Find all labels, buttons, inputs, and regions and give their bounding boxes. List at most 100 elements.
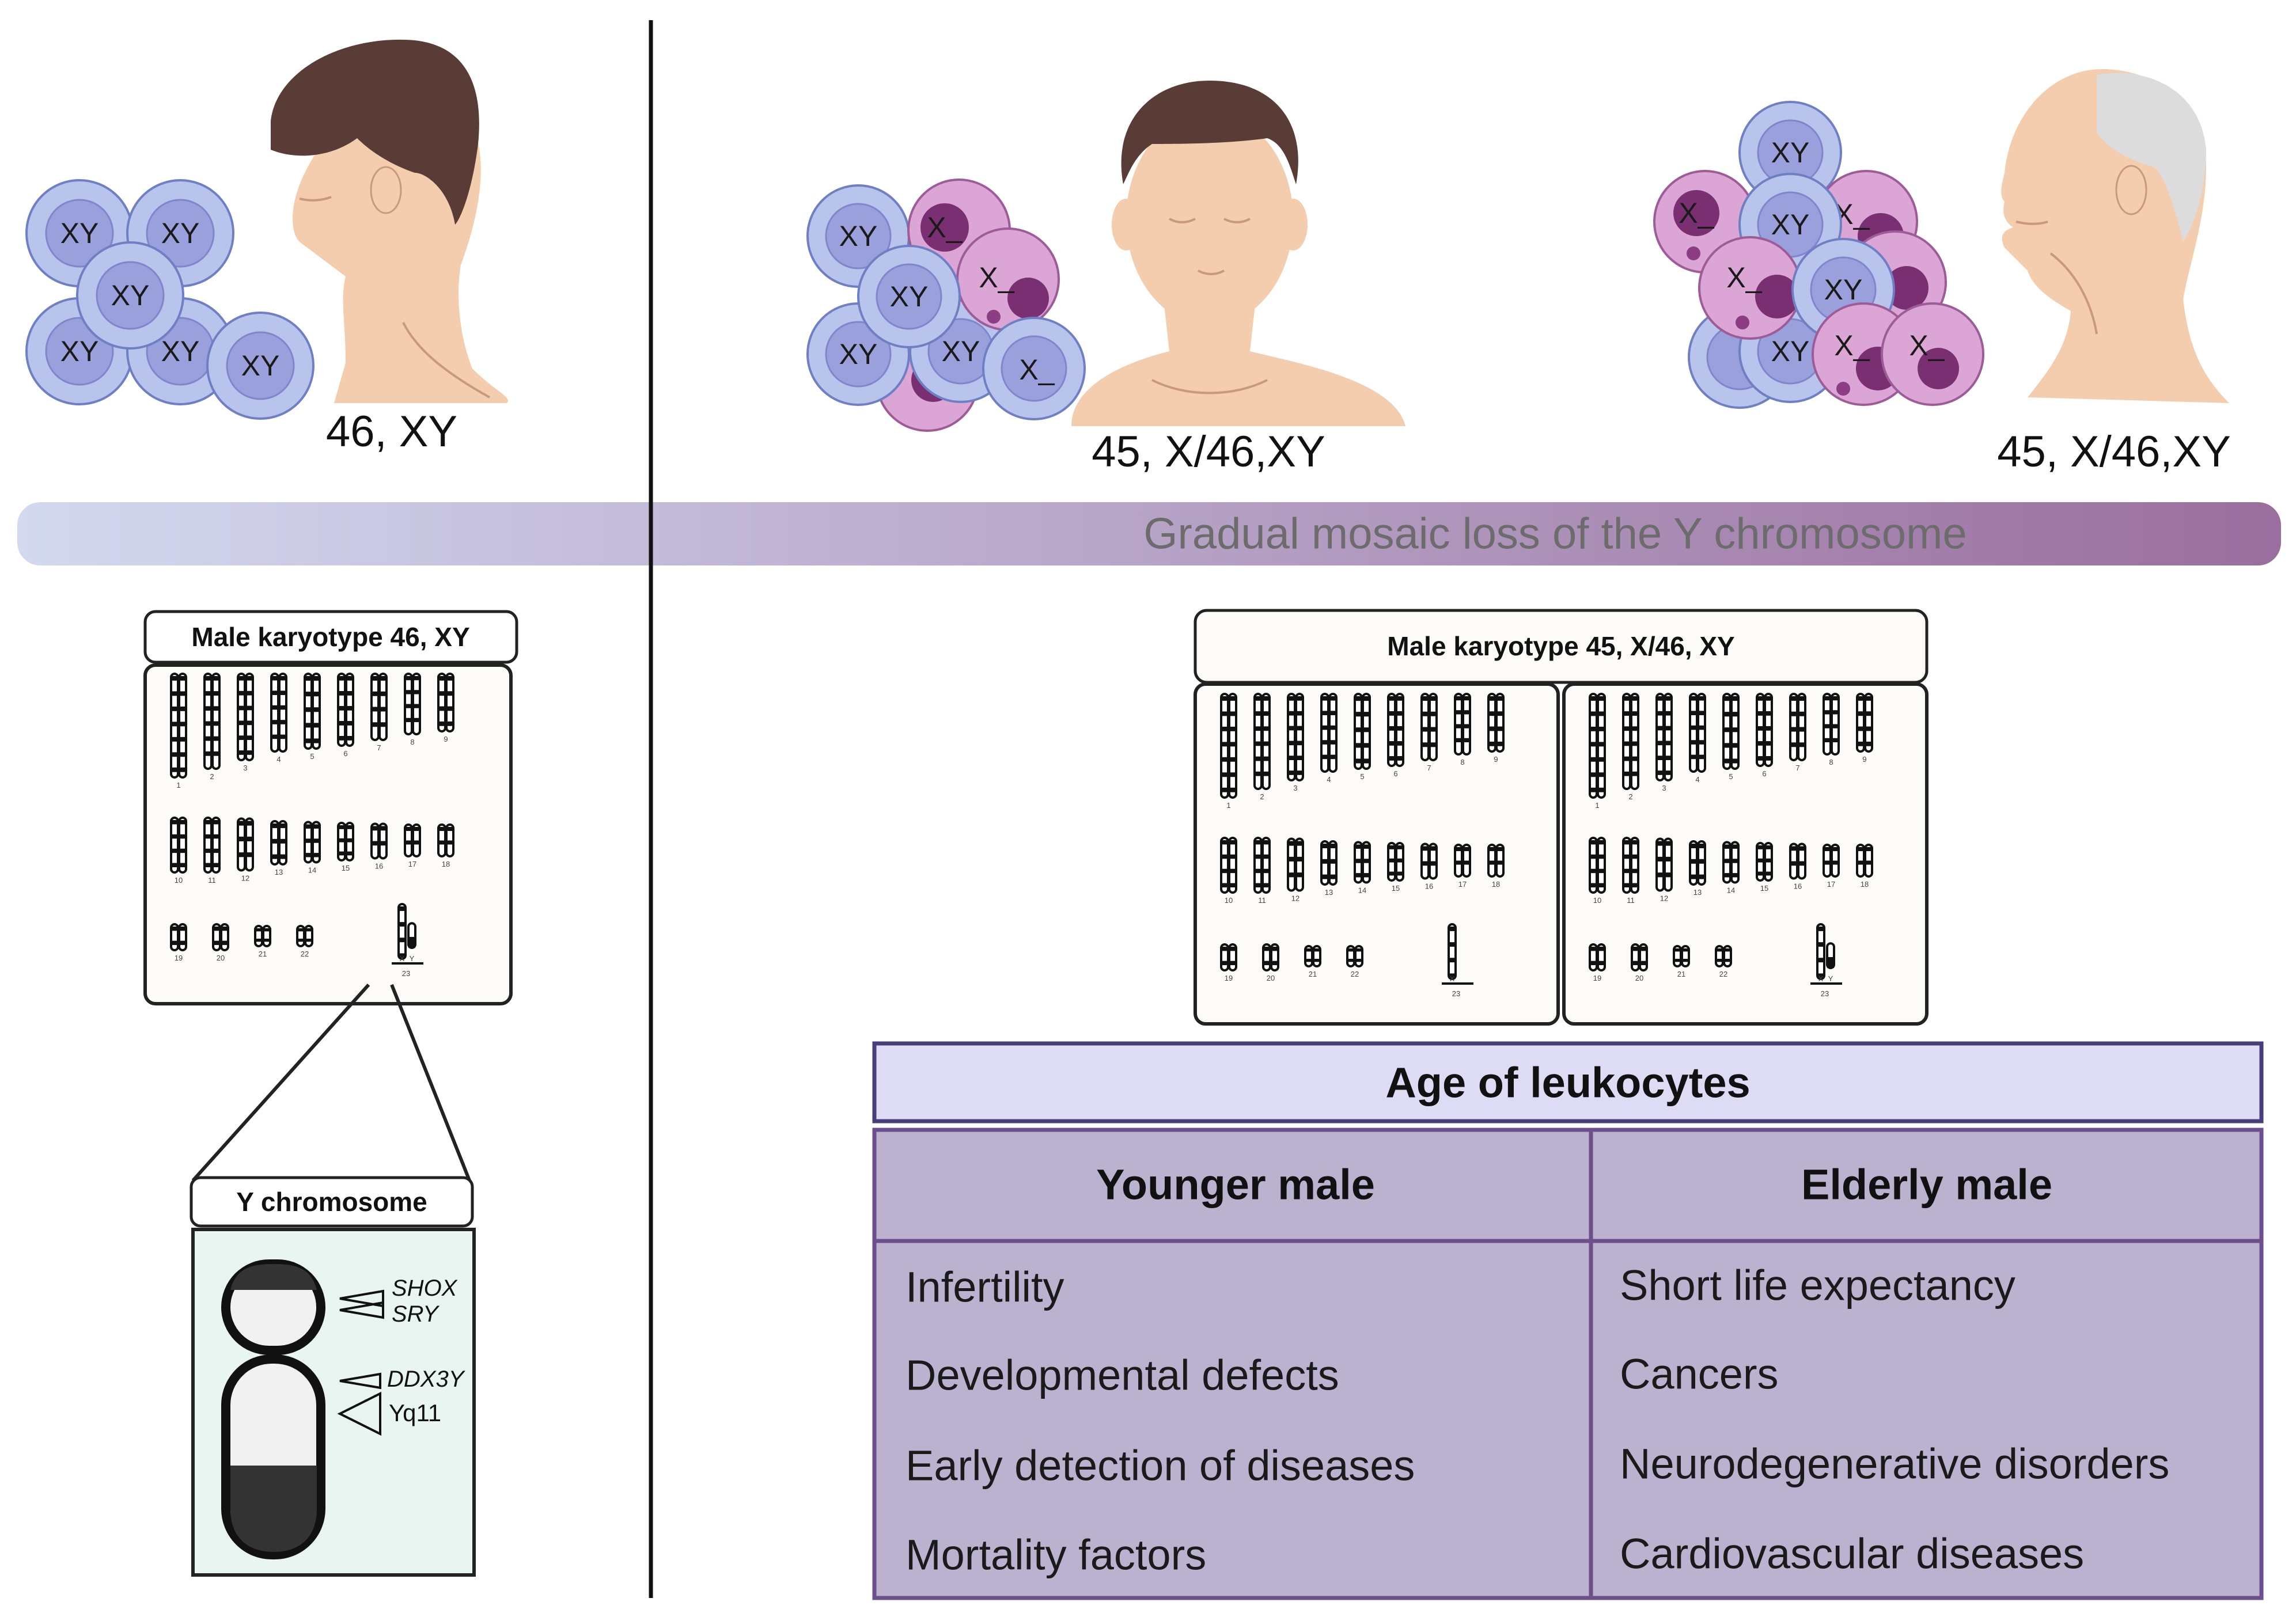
chromosome-number: 19 [1593, 974, 1601, 982]
chromosome-number: 10 [1593, 896, 1601, 905]
ddx3y-marker-icon [339, 1372, 381, 1390]
chromosome-number: 15 [1760, 884, 1768, 893]
younger-item: Infertility [905, 1263, 1064, 1311]
chromosome-number: 2 [1260, 792, 1264, 801]
younger-item: Developmental defects [905, 1352, 1339, 1399]
column-header-elderly: Elderly male [1801, 1161, 2052, 1209]
cell-label: X_ [1679, 197, 1714, 229]
chromosome-number: 3 [1293, 784, 1297, 792]
chromosome-number: 21 [1309, 970, 1317, 978]
cell-loss: X_ [1698, 236, 1802, 340]
chromosome-number: 6 [1762, 769, 1766, 778]
chromosome-number: 16 [375, 862, 383, 871]
karyotype-left-panel [143, 663, 513, 1005]
cell-label: XY [241, 350, 280, 382]
table-body [872, 1128, 2264, 1600]
karyotype-left-title: Male karyotype 46, XY [191, 622, 469, 652]
chromosome-number: 2 [210, 772, 214, 781]
chromosome-number: 17 [1458, 880, 1467, 889]
chromosome-number: 23 [1452, 989, 1460, 998]
chromosome-number: 16 [1425, 882, 1433, 891]
cell-label: X_ [927, 211, 963, 244]
chromosome-number: 15 [342, 864, 350, 872]
chromosome-number: 9 [1862, 755, 1866, 764]
sex-chrom-label-y: Y [410, 954, 415, 963]
karyotype-left-title-box [143, 610, 518, 664]
chromosome-number: 5 [1729, 772, 1733, 781]
chromosome-number: 13 [1693, 888, 1702, 897]
chromosome-number: 7 [1795, 764, 1799, 772]
cell-label: XY [60, 217, 99, 249]
cell-normal: XY [206, 312, 315, 420]
elderly-cell-cluster: XY X_ X_ XY XY X_ XY X_ X_ [1653, 101, 1984, 409]
chromosome-number: 7 [1427, 764, 1431, 772]
sry-marker-icon [339, 1301, 384, 1319]
chromosome-number: 3 [1662, 784, 1666, 792]
chromosome-number: 5 [1360, 772, 1364, 781]
progress-bar-label: Gradual mosaic loss of the Y chromosome [1143, 510, 1967, 559]
cell-label: XY [1771, 136, 1810, 169]
cell-label: XY [161, 335, 200, 367]
table-title-box [872, 1041, 2264, 1123]
cell-label: XY [111, 279, 150, 312]
chromosome-number: 16 [1794, 882, 1802, 891]
chromosome-number: 19 [175, 954, 183, 962]
cell-normal: X_ [982, 317, 1086, 420]
chromosome-number: 3 [243, 764, 247, 772]
chromosome-number: 1 [176, 781, 180, 789]
karyotype-label-young: 46, XY [326, 407, 457, 456]
y-chromosome-title: Y chromosome [236, 1187, 427, 1217]
chromosome-number: 22 [301, 950, 309, 958]
karyotype-right-title-box [1194, 609, 1929, 684]
chromosome-number: 19 [1225, 974, 1233, 982]
cell-label: XY [161, 217, 200, 249]
cell-label: X_ [1726, 261, 1762, 294]
chromosome-number: 20 [217, 954, 225, 962]
chromosome-number: 14 [308, 866, 316, 875]
chromosome-number: 12 [1660, 894, 1668, 903]
cell-label: XY [1771, 208, 1810, 241]
chromosome-number: 11 [1258, 896, 1266, 905]
chromosome-number: 12 [1291, 894, 1299, 903]
chromosome-number: 5 [310, 752, 314, 761]
sex-chrom-label-x: X [1818, 974, 1824, 983]
chromosome-number: 6 [1393, 769, 1397, 778]
elderly-male-figure [2001, 69, 2229, 403]
y-chromosome-title-box [190, 1176, 474, 1228]
chromosome-number: 10 [175, 876, 183, 885]
younger-item: Mortality factors [905, 1531, 1206, 1579]
chromosome-number: 13 [1325, 888, 1333, 897]
cell-label: XY [1771, 335, 1810, 367]
chromosome-number: 17 [408, 860, 416, 868]
shox-marker-icon [339, 1289, 384, 1308]
zoom-line-right [390, 984, 471, 1182]
gene-shox: SHOX [392, 1276, 458, 1301]
chromosome-number: 14 [1358, 886, 1366, 895]
gene-ddx3y: DDX3Y [387, 1367, 466, 1392]
cell-label: XY [839, 220, 878, 252]
chromosome-number: 21 [259, 950, 267, 958]
chromosome-number: 4 [1695, 775, 1699, 784]
zoom-line-left [191, 983, 370, 1182]
cell-label: X_ [1834, 329, 1870, 362]
chromosome-number: 12 [241, 874, 249, 883]
chromosome-number: 21 [1677, 970, 1685, 978]
table-title: Age of leukocytes [1385, 1059, 1750, 1107]
cell-label: XY [60, 335, 99, 367]
chromosome-number: 20 [1267, 974, 1275, 982]
chromosome-number: 2 [1628, 792, 1632, 801]
elderly-item: Short life expectancy [1620, 1262, 2015, 1309]
karyotype-right-title: Male karyotype 45, X/46, XY [1387, 631, 1734, 661]
young-cell-cluster: XY XY XY XY XY XY [25, 179, 315, 420]
cell-label: XY [1824, 274, 1863, 306]
elderly-item: Neurodegenerative disorders [1620, 1440, 2169, 1488]
middle-cell-cluster: XY X_ XY XY X_ XY X_ [806, 179, 1086, 432]
chromosome-number: 17 [1827, 880, 1835, 889]
sex-chrom-label-x: X [400, 954, 405, 963]
cell-label: X_ [1019, 354, 1055, 386]
chromosome-number: 8 [1460, 758, 1464, 766]
y-chromosome-drawing [221, 1259, 325, 1559]
